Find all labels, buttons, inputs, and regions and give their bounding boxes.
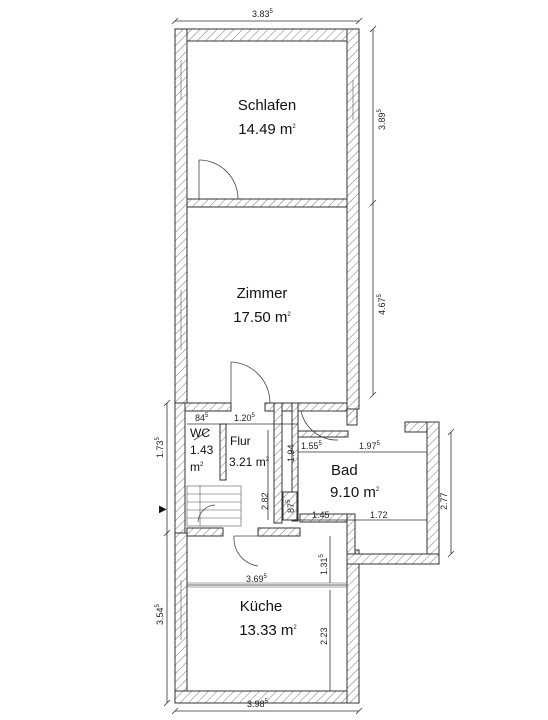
window-marks bbox=[180, 60, 354, 640]
dim-schlafen-height: 3.895 bbox=[377, 108, 387, 130]
stairs bbox=[186, 485, 242, 527]
dim-zimmer-height: 4.675 bbox=[377, 293, 387, 315]
room-schlafen-area: 14.49 m2 bbox=[238, 121, 296, 138]
dim-kueche-inner: 2.23 bbox=[319, 627, 329, 645]
room-flur-name: Flur bbox=[230, 434, 251, 448]
entrance-marker: ▶ bbox=[159, 504, 167, 515]
dim-stair-height: 2.82 bbox=[260, 492, 270, 510]
dim-bad-right-width: 1.975 bbox=[359, 441, 381, 451]
room-kueche-name: Küche bbox=[240, 598, 283, 615]
dim-kueche-upper: 1.315 bbox=[319, 553, 329, 575]
room-bad-name: Bad bbox=[331, 462, 358, 479]
dim-kueche-height: 3.545 bbox=[155, 603, 165, 625]
room-schlafen-name: Schlafen bbox=[238, 97, 296, 114]
room-zimmer-name: Zimmer bbox=[237, 285, 288, 302]
dimension-labels: 3.835 3.895 4.675 1.735 845 1.205 1.555 … bbox=[155, 9, 449, 709]
room-zimmer-area: 17.50 m2 bbox=[233, 309, 291, 326]
room-bad-area: 9.10 m2 bbox=[330, 484, 380, 501]
dim-bad-bottom-left: 1.45 bbox=[312, 510, 330, 520]
room-flur-area: 3.21 m2 bbox=[229, 455, 270, 469]
dim-wc-height: 1.735 bbox=[155, 436, 165, 458]
dim-flur-width: 1.205 bbox=[234, 413, 256, 423]
dim-bad-bottom-right: 1.72 bbox=[370, 510, 388, 520]
dimension-lines bbox=[163, 17, 455, 715]
room-kueche-area: 13.33 m2 bbox=[239, 622, 297, 639]
dim-wc-width: 845 bbox=[195, 413, 209, 423]
dim-shaft: 875 bbox=[286, 499, 296, 513]
room-wc-unit: m2 bbox=[190, 460, 204, 474]
dim-kueche-width: 3.695 bbox=[246, 574, 268, 584]
walls bbox=[174, 28, 440, 704]
room-labels: Schlafen 14.49 m2 Zimmer 17.50 m2 WC 1.4… bbox=[190, 97, 380, 639]
room-wc-area: 1.43 bbox=[190, 443, 214, 457]
room-wc-name: WC bbox=[190, 426, 210, 440]
dim-bottom-width: 3.985 bbox=[247, 699, 269, 709]
dim-flur-height: 1.94 bbox=[286, 444, 296, 462]
dim-bad-height: 2.77 bbox=[439, 492, 449, 510]
doors bbox=[193, 159, 339, 567]
dim-bad-left-width: 1.555 bbox=[301, 441, 323, 451]
dim-top-width: 3.835 bbox=[252, 9, 274, 19]
